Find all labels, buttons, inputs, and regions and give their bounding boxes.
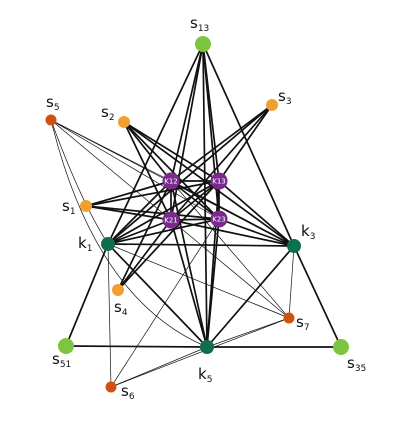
edge-k3-s35	[293, 245, 342, 348]
edge-k3-k13	[218, 180, 295, 247]
node-k13	[210, 172, 228, 190]
edge-s51-k1	[65, 243, 109, 347]
node-k12	[162, 172, 180, 190]
node-k21	[162, 211, 180, 229]
node-k5	[200, 340, 214, 354]
edge-s3-k13	[218, 104, 273, 182]
label-s35: s35	[347, 354, 366, 374]
edge-s7-k5	[206, 317, 290, 348]
edge-s5-k23	[50, 119, 220, 220]
node-s4	[112, 284, 124, 296]
edge-s4-k13	[117, 180, 220, 291]
node-s35	[333, 339, 349, 355]
edge-s2-k3	[123, 121, 295, 247]
label-s51: s51	[52, 350, 71, 370]
edge-s1-k21	[85, 205, 172, 221]
edge-k3-k23	[218, 218, 295, 247]
edge-s6-k5	[110, 346, 208, 388]
label-k3: k3	[301, 222, 315, 242]
edge-k3-k5	[206, 245, 295, 348]
thick-edges	[65, 43, 342, 348]
node-s2	[118, 116, 130, 128]
label-s1: s1	[62, 197, 76, 217]
edge-s1-k12	[85, 180, 172, 207]
edge-s3-k21	[170, 104, 273, 221]
edge-k3-k21	[170, 219, 295, 247]
edge-s7-k12	[170, 180, 290, 319]
node-s13	[195, 36, 211, 52]
label-s2: s2	[101, 103, 115, 123]
edge-s13-k12	[170, 43, 204, 182]
edge-s13-k3	[202, 43, 295, 247]
node-s7	[283, 312, 295, 324]
edge-s7-k21	[170, 219, 290, 319]
edge-k1-k5	[107, 243, 208, 348]
edge-k5-k21	[170, 219, 208, 348]
edge-s5-k1-curve	[50, 119, 109, 245]
node-label-k12: K12	[164, 178, 178, 186]
node-label-k13: K13	[212, 178, 226, 186]
edge-s5-k21	[50, 119, 172, 221]
node-s3	[266, 99, 278, 111]
edge-k1-k23	[107, 218, 220, 245]
node-k3	[287, 239, 301, 253]
node-k23	[210, 210, 228, 228]
label-s4: s4	[114, 298, 128, 318]
edge-s7-k1	[107, 243, 290, 319]
edge-s7-k3	[288, 245, 295, 319]
edge-s6-k1	[107, 243, 112, 388]
node-s1	[80, 200, 92, 212]
edge-k1-k21	[107, 219, 172, 245]
node-s5	[45, 114, 57, 126]
node-k1	[101, 237, 115, 251]
edge-s2-k23	[123, 121, 220, 220]
edge-s3-k1	[107, 104, 273, 245]
edge-s2-k21	[123, 121, 172, 221]
thin-edges	[50, 119, 295, 388]
node-label-k23: K23	[212, 216, 226, 224]
edge-s2-k12	[123, 121, 172, 182]
edge-s51-k5	[65, 345, 208, 348]
edge-k1-k12	[107, 180, 172, 245]
label-s6: s6	[121, 382, 135, 402]
node-s6	[105, 381, 117, 393]
edge-s6-s7	[110, 317, 290, 388]
edge-s13-k21	[170, 43, 204, 221]
edge-k1-k3	[107, 243, 295, 247]
label-k5: k5	[198, 365, 212, 385]
node-label-k21: K21	[164, 217, 178, 225]
label-k1: k1	[78, 234, 92, 254]
edge-s5-k5-curve	[50, 119, 208, 348]
edge-k3-k12	[170, 180, 295, 247]
edge-s2-k13	[123, 121, 220, 182]
edge-k1-k13	[107, 180, 220, 245]
edge-s1-k13	[85, 180, 220, 207]
label-s7: s7	[296, 313, 310, 333]
edge-k13-k21	[170, 180, 220, 221]
edge-s3-k12	[170, 104, 273, 182]
node-s51	[58, 338, 74, 354]
edge-k5-k23	[206, 218, 220, 348]
label-s3: s3	[278, 87, 292, 107]
label-s5: s5	[46, 93, 60, 113]
label-s13: s13	[190, 14, 209, 34]
edge-s1-k23	[85, 205, 220, 220]
edge-k5-k12	[170, 180, 208, 348]
